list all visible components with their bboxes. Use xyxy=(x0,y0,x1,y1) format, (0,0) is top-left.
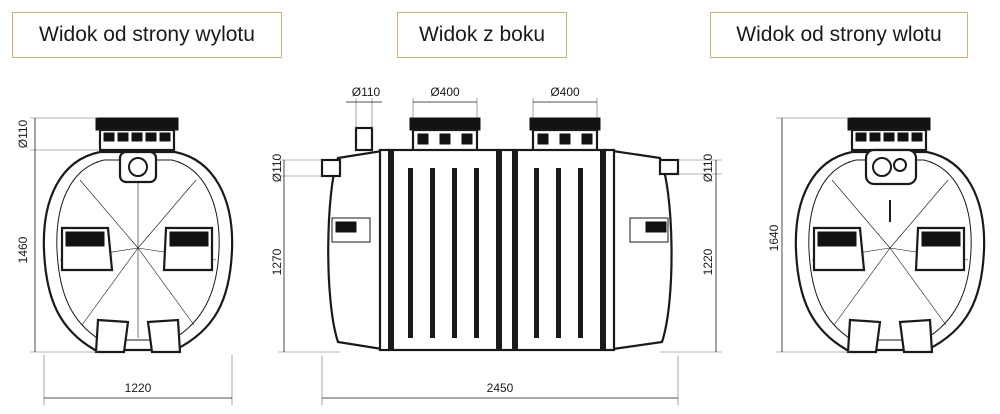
dim-side-lid-2: Ø400 xyxy=(550,85,580,99)
view-label-outlet: Widok od strony wylotu xyxy=(12,12,282,58)
side-view-dimensions: Ø110 Ø400 Ø400 Ø110 1270 Ø110 1220 2450 xyxy=(270,85,722,405)
outlet-view-tank xyxy=(42,117,234,354)
dim-side-lid-1: Ø400 xyxy=(430,85,460,99)
view-label-side: Widok z boku xyxy=(397,12,567,58)
dim-left-height: 1460 xyxy=(16,236,30,263)
inlet-view-tank xyxy=(794,117,986,354)
dim-left-pipe: Ø110 xyxy=(16,119,30,148)
inlet-view-dimensions: 1640 xyxy=(767,117,850,353)
dim-right-height: 1640 xyxy=(767,224,781,251)
outlet-view-dimensions: Ø110 1460 1220 xyxy=(16,117,233,405)
side-view-tank xyxy=(320,117,680,352)
dim-side-pipe-top: Ø110 xyxy=(352,85,381,99)
dim-side-outlet-height: 1220 xyxy=(701,248,715,275)
dim-side-inlet-height: 1270 xyxy=(270,248,284,275)
dim-left-width: 1220 xyxy=(125,381,152,395)
dim-side-inlet-pipe: Ø110 xyxy=(270,153,284,182)
dim-side-outlet-pipe: Ø110 xyxy=(701,153,715,182)
view-label-inlet: Widok od strony wlotu xyxy=(710,12,968,58)
dim-side-length: 2450 xyxy=(487,381,514,395)
